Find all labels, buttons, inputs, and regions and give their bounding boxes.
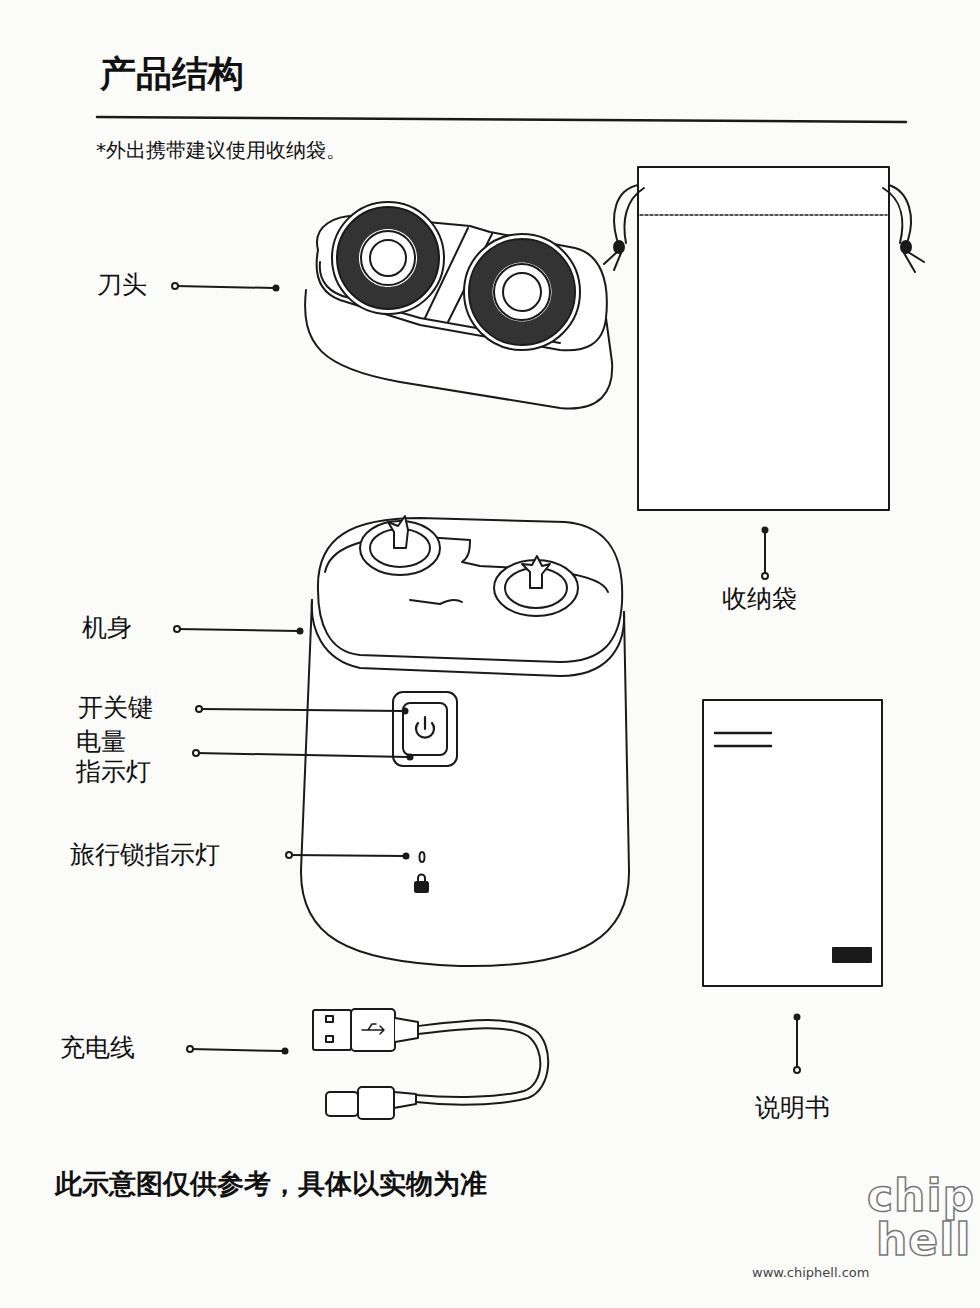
watermark: hell (876, 1218, 971, 1262)
leader-line (796, 1017, 798, 1068)
leader-line (177, 629, 298, 631)
leader-line (196, 753, 408, 757)
leader-line (175, 286, 274, 288)
blade-outer (332, 202, 444, 314)
leader-dot (795, 1015, 800, 1020)
blade-hub (494, 264, 550, 320)
leader-dot (794, 1067, 800, 1073)
drive-spindle (388, 516, 408, 548)
leader-dot (408, 755, 413, 760)
watermark: www.chiphell.com (752, 1265, 869, 1281)
part-label: 电量 指示灯 (76, 727, 159, 787)
leader-dot (763, 528, 768, 533)
usb-a-slot (326, 1016, 333, 1022)
blade-ring (469, 239, 575, 345)
manual (703, 700, 882, 986)
part-label: 机身 (82, 613, 132, 643)
blade-hub-inner (503, 273, 541, 311)
pouch-seam (640, 214, 887, 216)
bead (901, 241, 911, 253)
leader-dot (174, 626, 180, 632)
manual-line (715, 745, 771, 748)
usb-a-plug (313, 1010, 351, 1050)
leader-dot (196, 706, 202, 712)
usb-c-body (358, 1087, 394, 1119)
usb-c-plug (326, 1092, 358, 1116)
blade-hub-inner (370, 240, 406, 276)
power-button (403, 703, 447, 755)
drawstring-end (904, 252, 924, 272)
manual-mark (833, 948, 871, 962)
cap-notch (410, 600, 462, 604)
blade-outer (464, 234, 580, 350)
part-label: 说明书 (755, 1093, 830, 1123)
leader-dot (172, 283, 178, 289)
drawstring (883, 185, 911, 243)
leader-line (764, 530, 766, 574)
power-icon (424, 717, 426, 729)
blade-hub (361, 231, 415, 285)
cable (416, 1020, 548, 1105)
usb-a-slot (326, 1036, 333, 1042)
leader-dot (762, 573, 768, 579)
part-label: 旅行锁指示灯 (70, 840, 220, 870)
drive-spindle (522, 556, 550, 588)
power-button (393, 692, 457, 766)
leader-dot (298, 629, 303, 634)
plug-neck (395, 1018, 418, 1042)
usb-a-body (351, 1009, 395, 1051)
title: 产品结构 (100, 52, 244, 95)
manual-line (715, 732, 771, 735)
leader-dot (274, 286, 279, 291)
bead (614, 241, 624, 253)
blade-slots (348, 218, 428, 298)
leader-line (289, 855, 404, 856)
head-top (317, 216, 607, 351)
lock-icon (415, 882, 428, 892)
part-label: 收纳袋 (722, 584, 797, 614)
plug-neck (394, 1092, 416, 1108)
leader-dot (404, 854, 409, 859)
note: *外出携带建议使用收纳袋。 (96, 138, 346, 162)
leader-dot (403, 709, 408, 714)
pouch (638, 167, 889, 510)
watermark: chip (867, 1174, 975, 1218)
part-label: 开关键 (78, 693, 153, 723)
leader-dot (193, 750, 199, 756)
leader-dot (283, 1049, 288, 1054)
blade-ring (337, 207, 439, 309)
part-label: 刀头 (97, 270, 147, 300)
leader-dot (187, 1046, 193, 1052)
caption: 此示意图仅供参考，具体以实物为准 (55, 1168, 487, 1200)
title-rule (97, 117, 906, 122)
lock-icon (418, 875, 425, 883)
leader-dot (286, 852, 292, 858)
part-label: 充电线 (60, 1033, 135, 1063)
drawstring (614, 185, 644, 243)
blade-slots (481, 251, 563, 333)
usb-symbol (362, 1024, 384, 1034)
body-rim (312, 600, 624, 676)
body-cap (318, 518, 622, 662)
cable (416, 1028, 540, 1097)
drawstring-end (604, 252, 621, 270)
leader-line (199, 709, 403, 711)
leader-line (190, 1049, 283, 1051)
lock-light (420, 852, 425, 862)
